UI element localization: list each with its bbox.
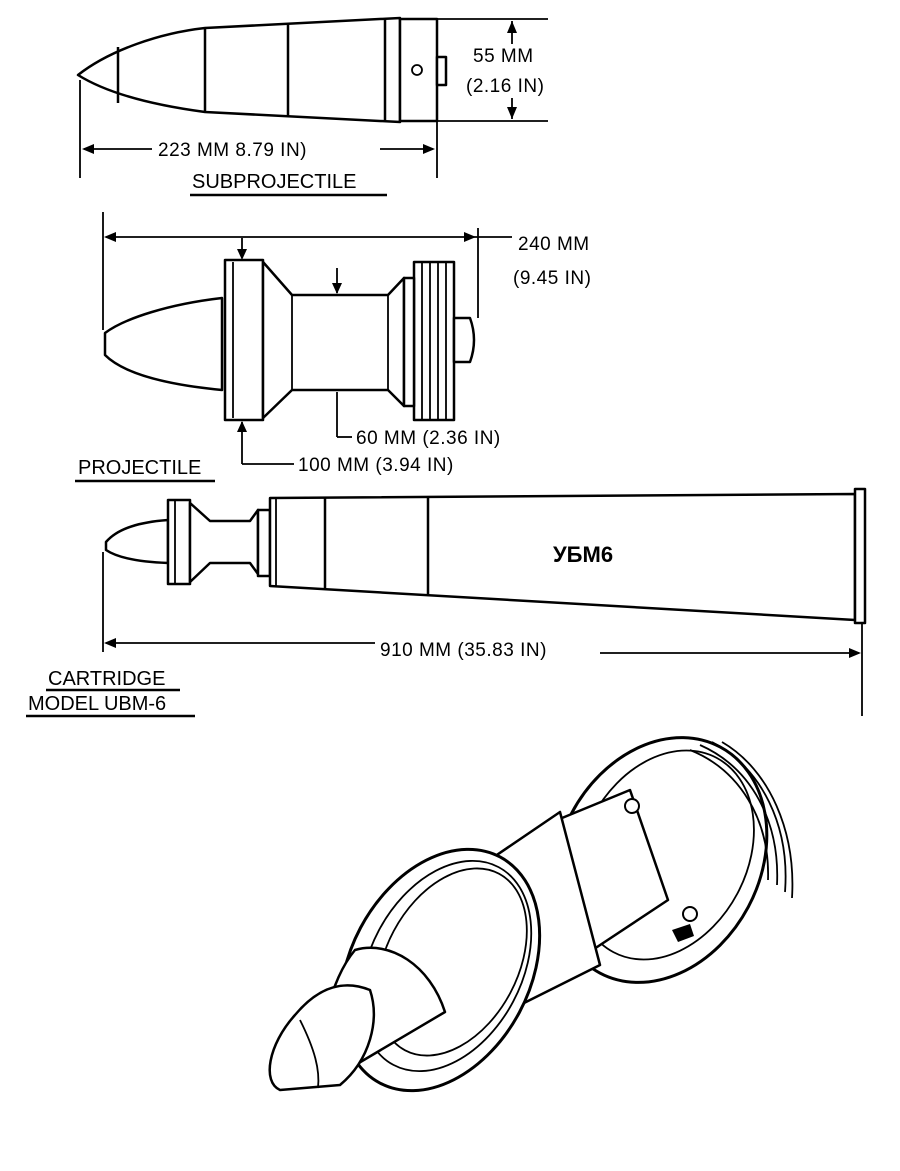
projectile-sabot-diameter: 100 MM (3.94 IN) — [298, 455, 454, 476]
subprojectile-length-label: 223 MM 8.79 IN) — [158, 140, 307, 161]
subprojectile-drawing — [76, 16, 448, 124]
cartridge-drawing — [104, 487, 867, 625]
projectile-title: PROJECTILE — [78, 457, 201, 479]
cartridge-length-dimension — [102, 552, 863, 716]
projectile-body-diameter: 60 MM (2.36 IN) — [356, 428, 501, 449]
subprojectile-diameter-dimension — [437, 18, 548, 122]
projectile-drawing — [103, 258, 476, 422]
projectile-body-diameter-dimension — [332, 268, 352, 438]
subprojectile-title: SUBPROJECTILE — [192, 171, 356, 193]
cartridge-length-label: 910 MM (35.83 IN) — [380, 640, 547, 661]
projectile-length-mm: 240 MM — [518, 234, 590, 255]
subprojectile-diameter-in: (2.16 IN) — [466, 76, 544, 97]
subprojectile-diameter-mm: 55 MM — [473, 46, 534, 67]
cartridge-title-line2: MODEL UBM-6 — [28, 693, 166, 715]
cartridge-title-line1: CARTRIDGE — [48, 668, 165, 690]
cartridge-marking: УБМ6 — [553, 542, 613, 567]
projectile-length-in: (9.45 IN) — [513, 268, 591, 289]
subprojectile-length-dimension — [79, 80, 438, 178]
projectile-sabot-diameter-dimension — [237, 238, 294, 465]
projectile-length-dimension — [102, 212, 512, 330]
projectile-perspective-illustration — [268, 736, 794, 1093]
